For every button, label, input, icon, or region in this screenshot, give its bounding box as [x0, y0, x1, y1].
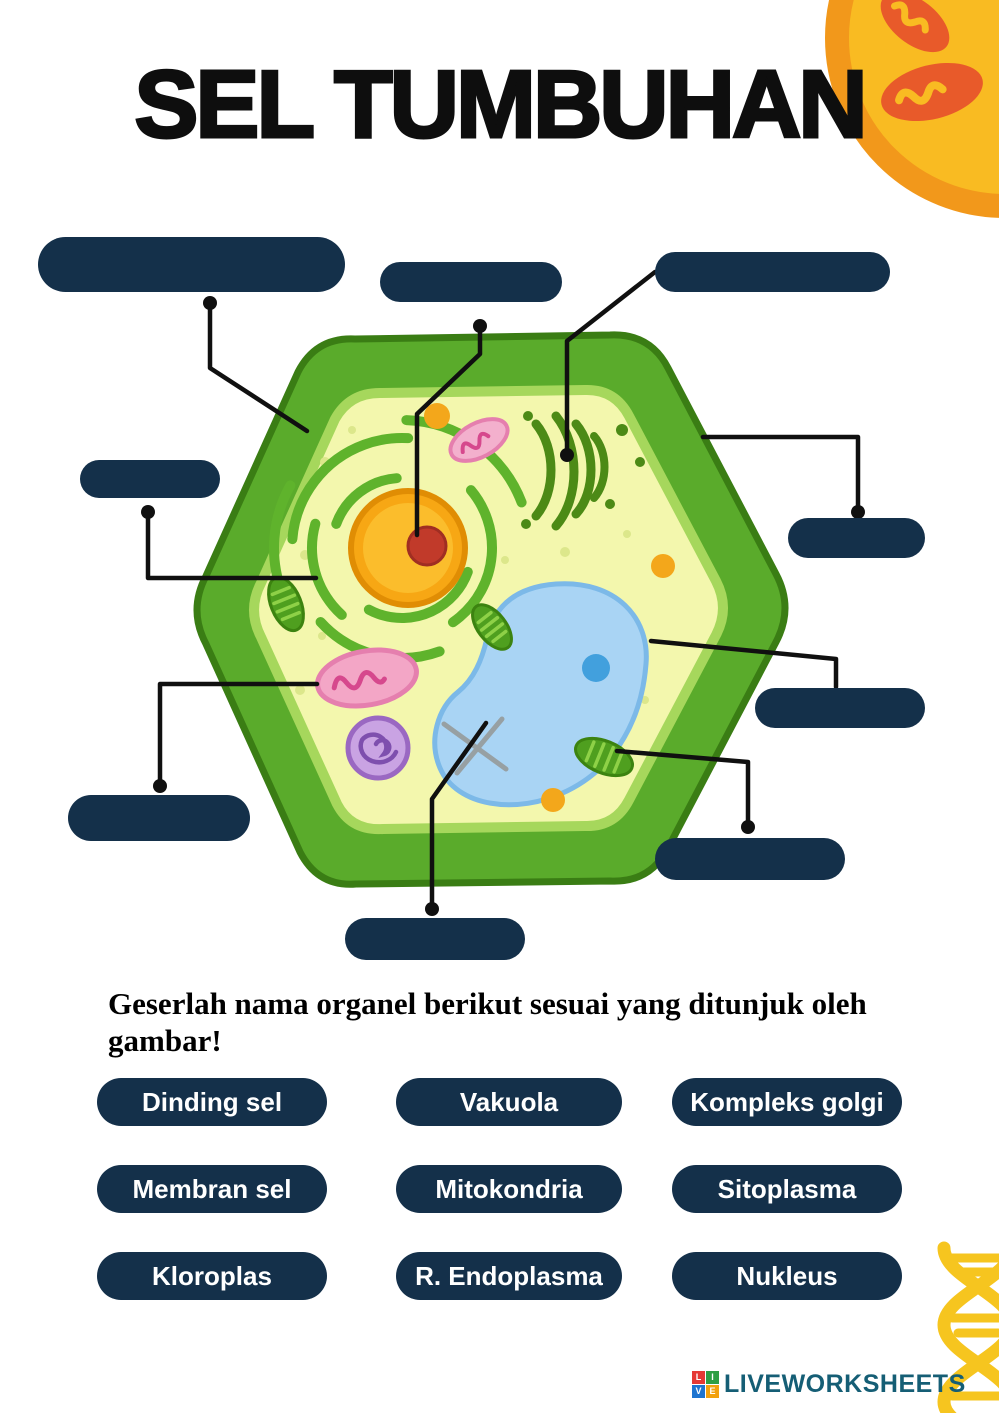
label-slot-top-right[interactable] — [655, 252, 890, 292]
orange-granules — [424, 403, 675, 812]
chip-nukleus[interactable]: Nukleus — [672, 1252, 902, 1300]
label-slot-left-upper[interactable] — [80, 460, 220, 498]
logo-letter-i: I — [706, 1371, 719, 1384]
label-slot-right-upper[interactable] — [788, 518, 925, 558]
chloroplast-3 — [574, 736, 634, 778]
cell-decoration-top-right — [825, 0, 999, 218]
label-slot-bottom-center[interactable] — [345, 918, 525, 960]
logo-letter-e: E — [706, 1385, 719, 1398]
chip-sitoplasma[interactable]: Sitoplasma — [672, 1165, 902, 1213]
label-slot-left-lower[interactable] — [68, 795, 250, 841]
chip-vakuola[interactable]: Vakuola — [396, 1078, 622, 1126]
golgi-vesicles — [521, 411, 645, 529]
nucleolus — [406, 525, 448, 567]
chloroplast-1 — [267, 575, 305, 633]
dna-decoration-bottom-right — [937, 1241, 999, 1413]
mitochondrion-large — [315, 647, 419, 709]
brand-text: LIVEWORKSHEETS — [724, 1370, 966, 1398]
chloroplast-2 — [471, 603, 513, 651]
chip-kloroplas[interactable]: Kloroplas — [97, 1252, 327, 1300]
chip-membran-sel[interactable]: Membran sel — [97, 1165, 327, 1213]
connector-lines — [145, 269, 861, 912]
liveworksheets-logo: L I V E LIVEWORKSHEETS — [692, 1370, 966, 1399]
label-slot-top-left[interactable] — [38, 237, 345, 292]
spiral-organelle — [345, 715, 411, 781]
label-slot-right-lower[interactable] — [655, 838, 845, 880]
golgi-apparatus — [531, 411, 609, 531]
chip-dinding-sel[interactable]: Dinding sel — [97, 1078, 327, 1126]
logo-letter-l: L — [692, 1371, 705, 1384]
page-title: SEL TUMBUHAN — [133, 50, 869, 160]
liveworksheets-logo-icon: L I V E — [692, 1371, 719, 1398]
connector-dots — [141, 296, 865, 916]
logo-letter-v: V — [692, 1385, 705, 1398]
plant-cell — [193, 331, 789, 888]
instruction-text: Geserlah nama organel berikut sesuai yan… — [108, 986, 867, 1058]
label-slot-right-middle[interactable] — [755, 688, 925, 728]
label-slot-top-center[interactable] — [380, 262, 562, 302]
chip-mitokondria[interactable]: Mitokondria — [396, 1165, 622, 1213]
mitochondrion-small — [448, 417, 510, 463]
chip-r-endoplasma[interactable]: R. Endoplasma — [396, 1252, 622, 1300]
chip-kompleks-golgi[interactable]: Kompleks golgi — [672, 1078, 902, 1126]
